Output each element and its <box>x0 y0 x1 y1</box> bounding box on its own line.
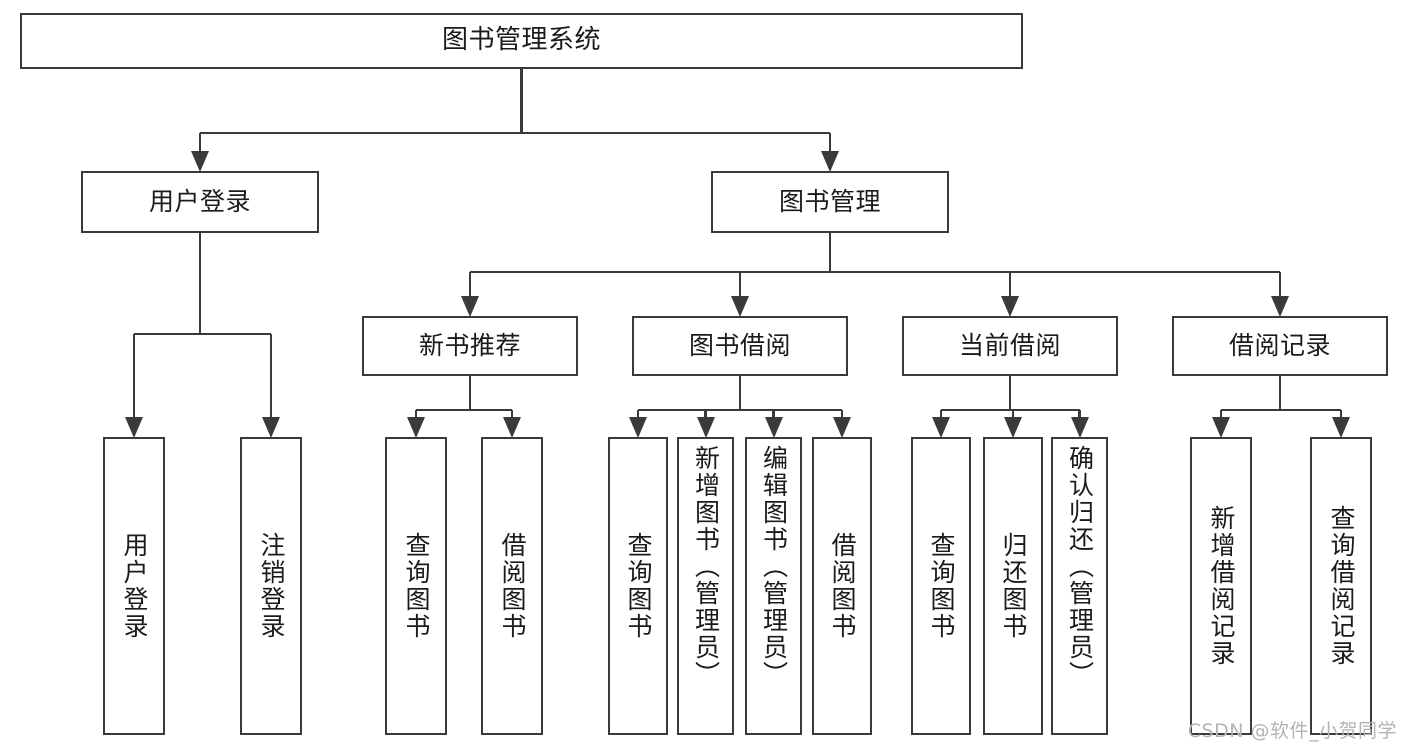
connector-line-vertical <box>132 334 136 418</box>
arrowhead-icon <box>461 296 479 317</box>
connector-line-vertical <box>840 410 844 418</box>
node-current: 当前借阅 <box>902 316 1118 376</box>
connector-line-vertical <box>738 376 742 410</box>
connector-line-vertical <box>520 69 523 133</box>
connector-line-vertical <box>738 272 742 297</box>
node-label: 图书管理系统 <box>441 25 601 56</box>
node-leaf10: 归还图书 <box>983 437 1043 735</box>
node-leaf9: 查询图书 <box>911 437 971 735</box>
node-label: 借阅图书 <box>498 532 527 640</box>
connector-line-vertical <box>828 133 832 152</box>
arrowhead-icon <box>125 417 143 438</box>
connector-line-vertical <box>414 410 418 418</box>
arrowhead-icon <box>821 151 839 172</box>
arrowhead-icon <box>764 417 783 438</box>
connector-line-horizontal <box>470 270 1280 274</box>
node-label: 注销登录 <box>257 532 286 640</box>
arrowhead-icon <box>262 417 280 438</box>
connector-line-horizontal <box>134 332 271 336</box>
connector-line-vertical <box>1278 272 1282 297</box>
arrowhead-icon <box>1001 296 1019 317</box>
arrowhead-icon <box>629 417 647 438</box>
node-borrow: 图书借阅 <box>632 316 848 376</box>
node-label: 编辑图书（管理员） <box>759 445 789 688</box>
node-label: 图书管理 <box>778 186 881 216</box>
connector-line-vertical <box>198 133 202 152</box>
connector-line-horizontal <box>941 408 1080 412</box>
connector-line-horizontal <box>1221 408 1341 412</box>
node-bookmgmt: 图书管理 <box>711 171 949 233</box>
arrowhead-icon <box>1070 417 1089 438</box>
arrowhead-icon <box>407 417 425 438</box>
connector-line-vertical <box>828 233 832 272</box>
arrowhead-icon <box>191 151 209 172</box>
node-root: 图书管理系统 <box>20 13 1023 69</box>
node-login: 用户登录 <box>81 171 319 233</box>
node-leaf3: 查询图书 <box>385 437 447 735</box>
node-leaf6: 新增图书（管理员） <box>677 437 734 735</box>
node-label: 当前借阅 <box>958 330 1061 360</box>
node-leaf5: 查询图书 <box>608 437 668 735</box>
arrowhead-icon <box>503 417 521 438</box>
connector-line-vertical <box>1008 272 1012 297</box>
connector-line-vertical <box>1219 410 1223 418</box>
node-leaf2: 注销登录 <box>240 437 302 735</box>
arrowhead-icon <box>1332 417 1350 438</box>
connector-line-vertical <box>636 410 640 418</box>
connector-line-vertical <box>468 272 472 297</box>
node-leaf4: 借阅图书 <box>481 437 543 735</box>
arrowhead-icon <box>696 417 715 438</box>
node-newbook: 新书推荐 <box>362 316 578 376</box>
connector-line-vertical <box>1011 410 1015 418</box>
connector-line-horizontal <box>200 131 830 135</box>
connector-line-vertical <box>1008 376 1012 410</box>
node-label: 用户登录 <box>148 186 251 216</box>
arrowhead-icon <box>833 417 851 438</box>
connector-line-vertical <box>269 334 273 418</box>
node-label: 借阅记录 <box>1228 330 1331 360</box>
node-label: 新增借阅记录 <box>1207 505 1236 667</box>
node-leaf8: 借阅图书 <box>812 437 872 735</box>
arrowhead-icon <box>1212 417 1230 438</box>
node-leaf7: 编辑图书（管理员） <box>745 437 802 735</box>
node-records: 借阅记录 <box>1172 316 1388 376</box>
connector-line-vertical <box>468 376 472 410</box>
connector-line-horizontal <box>638 408 842 412</box>
node-leaf1: 用户登录 <box>103 437 165 735</box>
connector-line-vertical <box>1078 410 1081 418</box>
node-label: 借阅图书 <box>828 532 857 640</box>
connector-line-vertical <box>704 410 707 418</box>
node-label: 图书借阅 <box>688 330 791 360</box>
node-label: 查询借阅记录 <box>1327 505 1356 667</box>
watermark: CSDN @软件_小贺同学 <box>1187 720 1397 742</box>
arrowhead-icon <box>1271 296 1289 317</box>
connector-line-vertical <box>939 410 943 418</box>
arrowhead-icon <box>731 296 749 317</box>
connector-line-vertical <box>198 233 202 334</box>
node-label: 新书推荐 <box>418 330 521 360</box>
node-leaf12: 新增借阅记录 <box>1190 437 1252 735</box>
connector-line-vertical <box>1339 410 1343 418</box>
node-label: 确认归还（管理员） <box>1065 445 1095 688</box>
node-label: 用户登录 <box>120 532 149 640</box>
node-label: 归还图书 <box>999 532 1028 640</box>
node-label: 新增图书（管理员） <box>691 445 721 688</box>
node-label: 查询图书 <box>402 532 431 640</box>
node-leaf11: 确认归还（管理员） <box>1051 437 1108 735</box>
connector-line-vertical <box>772 410 775 418</box>
node-label: 查询图书 <box>624 532 653 640</box>
node-leaf13: 查询借阅记录 <box>1310 437 1372 735</box>
arrowhead-icon <box>932 417 950 438</box>
connector-line-vertical <box>510 410 514 418</box>
connector-line-vertical <box>1278 376 1282 410</box>
arrowhead-icon <box>1004 417 1022 438</box>
node-label: 查询图书 <box>927 532 956 640</box>
connector-line-horizontal <box>416 408 512 412</box>
